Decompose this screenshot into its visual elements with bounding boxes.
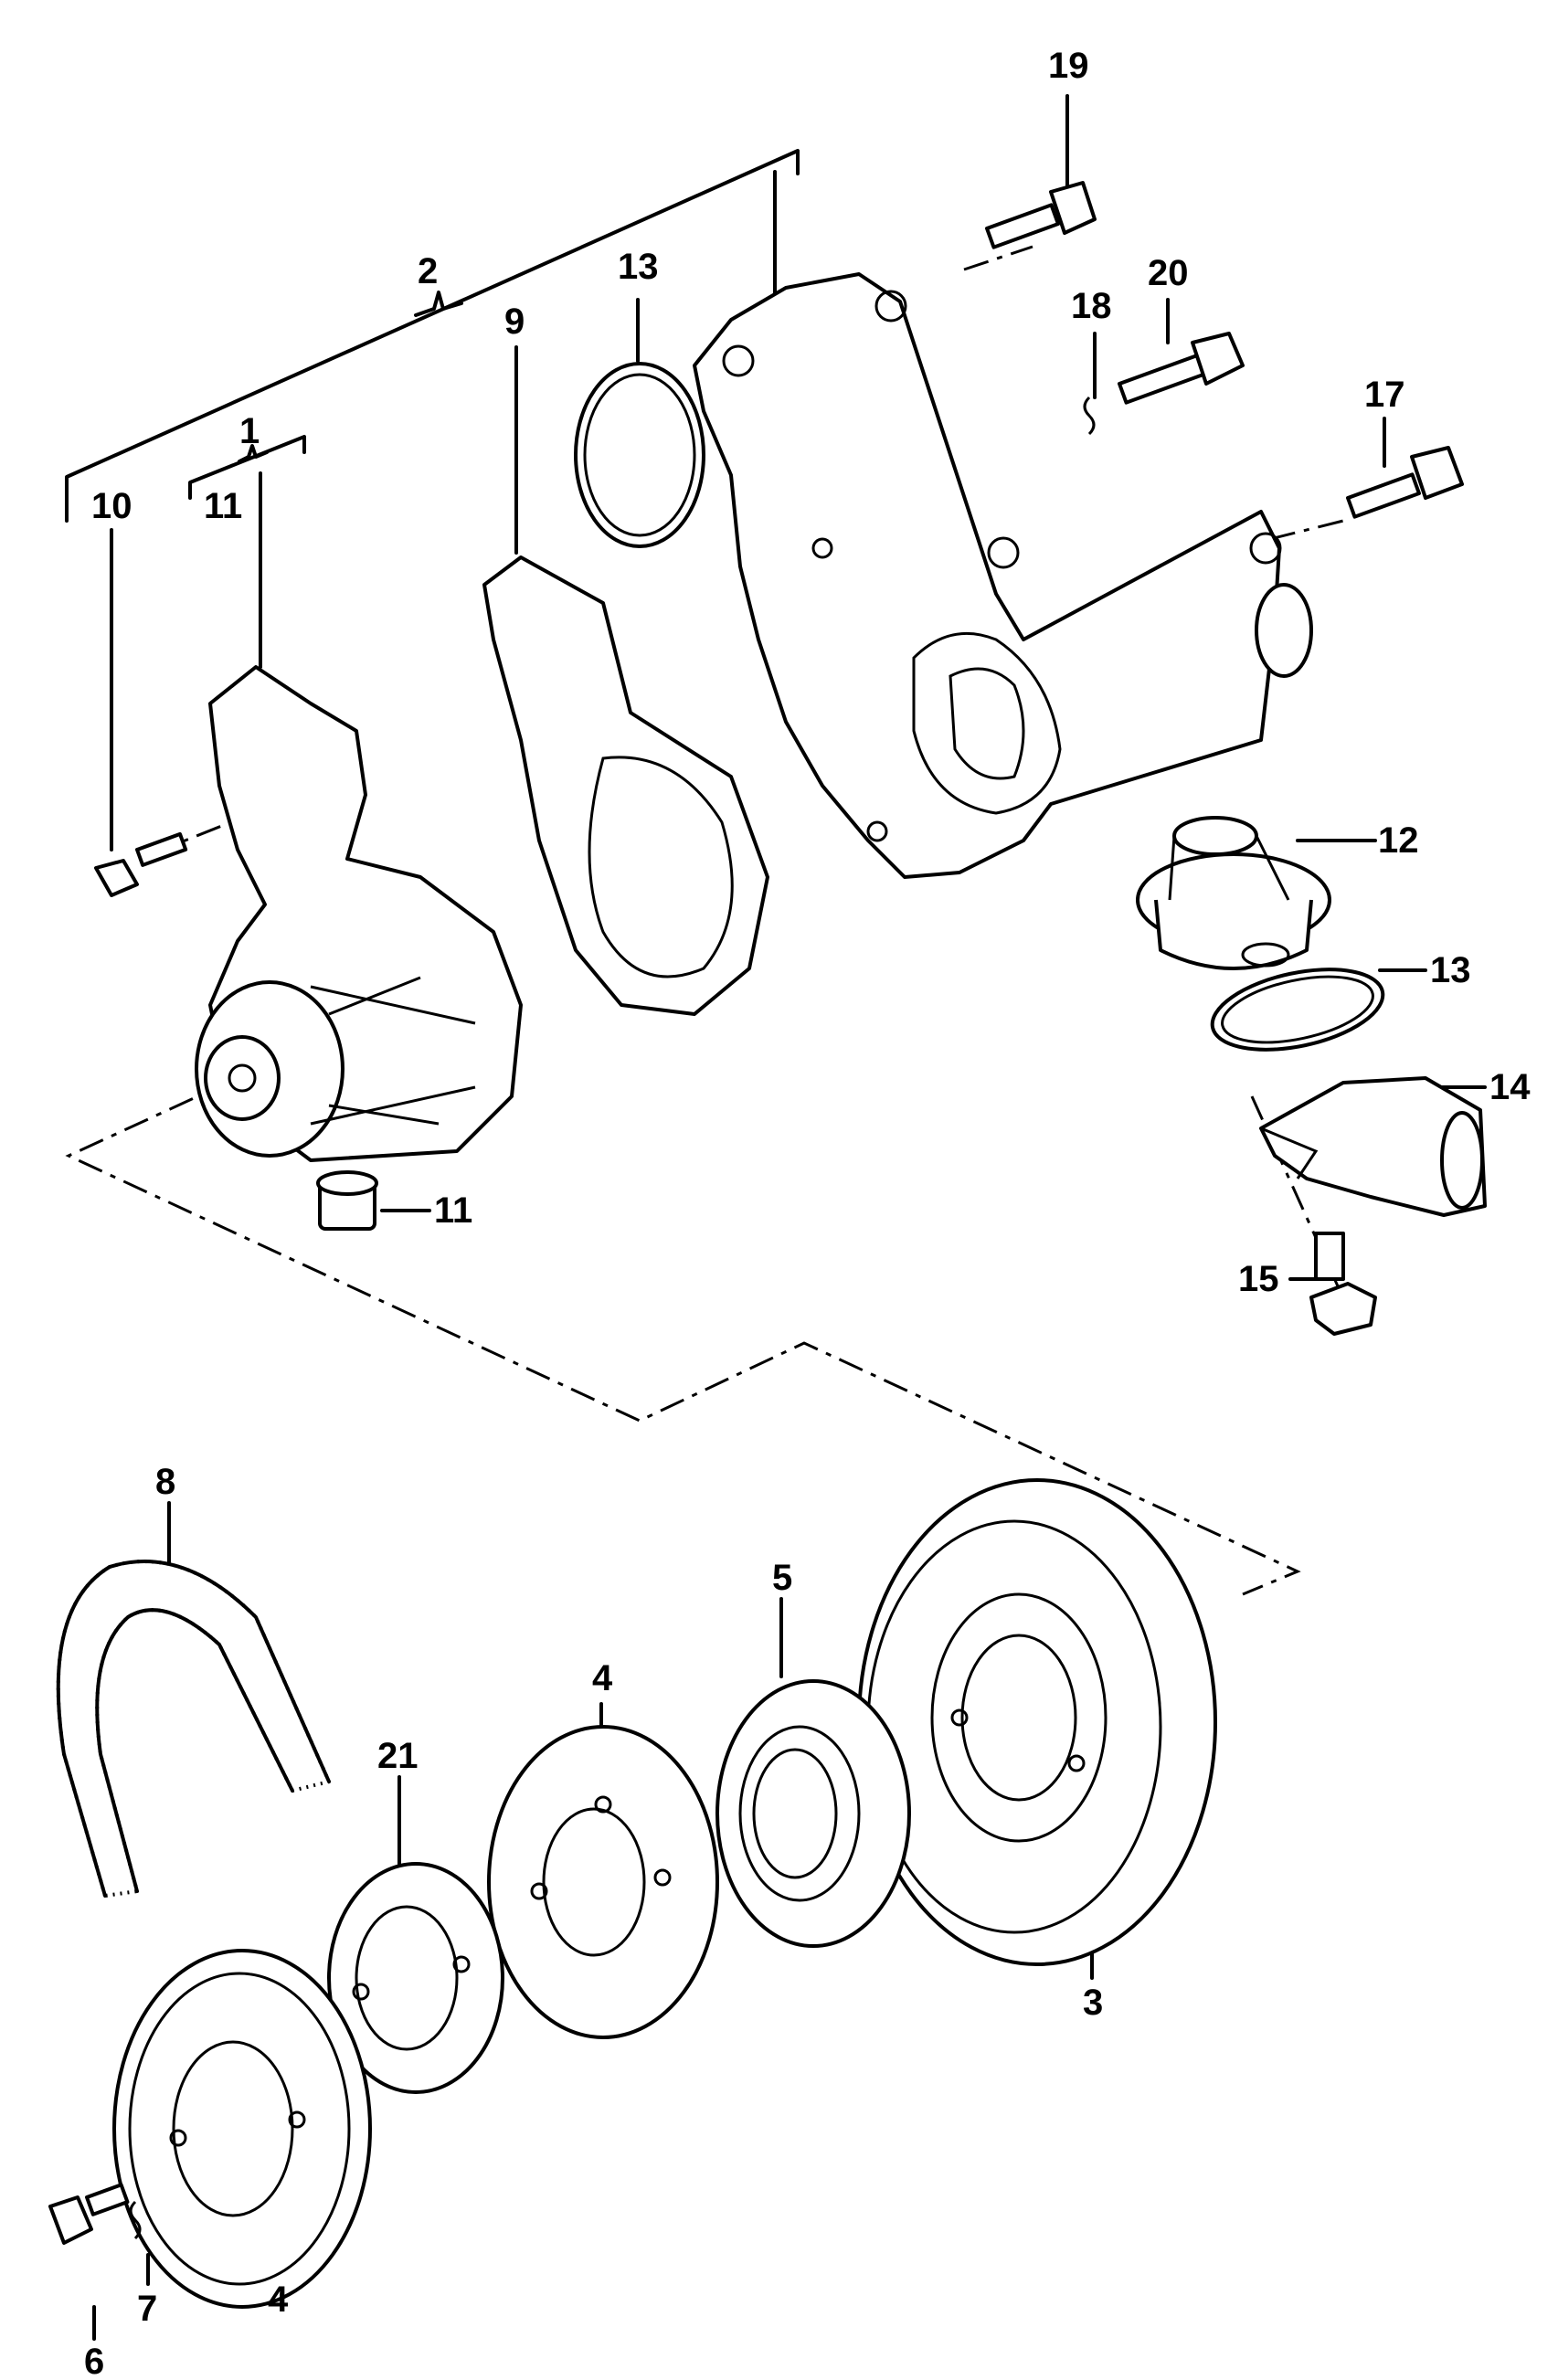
callout-9: 9 — [504, 301, 525, 342]
callout-15: 15 — [1238, 1259, 1279, 1299]
callout-12: 12 — [1378, 820, 1419, 861]
callout-8: 8 — [155, 1462, 175, 1502]
callout-4: 4 — [268, 2280, 289, 2320]
callout-11: 11 — [434, 1190, 472, 1231]
callout-20: 20 — [1148, 253, 1189, 293]
bolt-20 — [1118, 332, 1245, 405]
v-belt — [56, 1560, 331, 1898]
callout-5: 5 — [772, 1558, 792, 1598]
callout-labels: 19 2 13 9 18 20 1 17 10 11 12 13 14 11 1… — [84, 46, 1531, 2380]
washer-7 — [129, 2200, 142, 2240]
disc-4-upper — [487, 1725, 719, 2039]
callout-17: 17 — [1364, 375, 1405, 415]
pulley-3 — [857, 1478, 1217, 1966]
assembly-bracket-2 — [65, 149, 800, 523]
callout-7: 7 — [137, 2289, 157, 2329]
bolt-15 — [1309, 1232, 1377, 1336]
housing-gasket — [482, 555, 769, 1016]
bolt-6 — [48, 2183, 130, 2245]
bolt-17 — [1346, 446, 1464, 519]
callout-13: 13 — [1430, 950, 1471, 990]
plug-11 — [316, 1170, 378, 1231]
assembly-bracket-1 — [188, 435, 306, 669]
o-ring-lower — [1210, 968, 1385, 1052]
callout-14: 14 — [1489, 1067, 1531, 1107]
callout-10: 10 — [91, 486, 132, 526]
shim-21 — [327, 1862, 504, 2094]
callout-6: 6 — [84, 2342, 104, 2380]
callout-4: 4 — [592, 1658, 613, 1698]
callout-13: 13 — [618, 247, 659, 287]
bolt-10 — [94, 831, 188, 897]
pulley-4-lower — [112, 1949, 372, 2309]
leader-lines — [92, 94, 1487, 2341]
callout-2: 2 — [418, 251, 438, 291]
callout-3: 3 — [1083, 1983, 1103, 2023]
o-ring-upper — [574, 362, 705, 548]
callout-11: 11 — [204, 486, 242, 526]
washer-18 — [1083, 396, 1096, 436]
thermostat — [1136, 816, 1331, 970]
outlet-elbow — [1259, 1076, 1487, 1217]
water-pump — [195, 665, 523, 1162]
thermostat-housing — [693, 272, 1313, 879]
spacer-5 — [715, 1679, 911, 1948]
callout-19: 19 — [1048, 46, 1089, 86]
callout-21: 21 — [377, 1736, 419, 1776]
callout-18: 18 — [1071, 286, 1112, 326]
bolt-19 — [984, 181, 1097, 249]
callout-1: 1 — [239, 411, 260, 451]
